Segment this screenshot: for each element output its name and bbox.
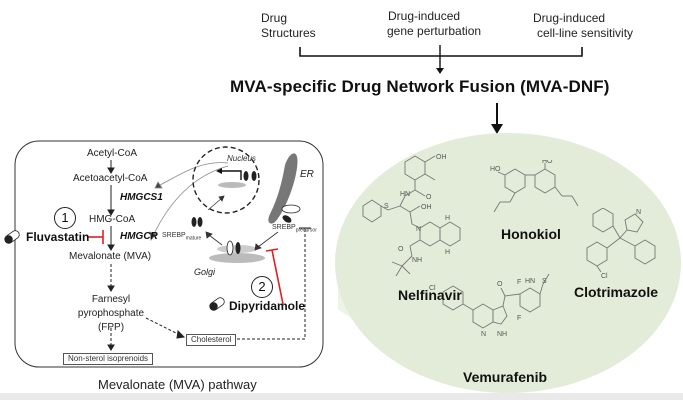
bracket-line <box>299 47 583 57</box>
atom-label: Cl <box>429 285 436 292</box>
srebp-precursor-subscript: precursor <box>295 227 317 234</box>
molecule-vemurafenib: Cl O F F HN S N NH <box>429 273 550 338</box>
label-srebp-precursor: SREBPprecursor <box>272 224 317 233</box>
input-cellline-sensitivity: Drug-induced cell-line sensitivity <box>533 11 633 41</box>
organelle-nucleus: Nucleus <box>227 154 256 163</box>
step-hmg-coa: HMG-CoA <box>89 214 136 225</box>
inhibitor-fluvastatin: Fluvastatin <box>26 230 90 244</box>
srebp-precursor-loop <box>281 204 301 214</box>
atom-label: HO <box>542 160 553 165</box>
golgi-stack <box>209 253 265 263</box>
dipyridamole-pill-icon <box>209 297 225 311</box>
step-acetyl-coa: Acetyl-CoA <box>87 148 138 159</box>
dipyridamole-inhibition <box>265 248 284 305</box>
srebp-mature-subscript: mature <box>185 235 202 242</box>
fluvastatin-inhibition <box>88 230 104 244</box>
molecule-nelfinavir: OH HN O S OH N H H O NH <box>362 154 461 277</box>
pathway-arrows <box>107 160 115 251</box>
atom-label: O <box>497 281 503 288</box>
atom-label: OH <box>421 204 432 211</box>
inhibitor-dipyridamole: Dipyridamole <box>229 299 306 313</box>
molecule-honokiol: HO HO <box>490 160 579 213</box>
fluvastatin-pill-icon <box>4 230 20 244</box>
atom-label: NH <box>497 331 507 338</box>
organelle-golgi: Golgi <box>194 267 216 277</box>
step-fpp-line1: Farnesyl <box>91 294 131 305</box>
dna-icon <box>218 182 246 188</box>
srebp-feedback-arrows <box>149 162 229 241</box>
drug-label-clotrimazole: Clotrimazole <box>574 284 659 300</box>
atom-label: O <box>398 246 404 253</box>
drug-label-nelfinavir: Nelfinavir <box>398 287 462 303</box>
atom-label: Cl <box>601 273 608 280</box>
atom-label: N <box>636 209 641 216</box>
atom-label: S <box>384 203 389 210</box>
atom-label: HN <box>525 278 535 285</box>
input-drug-structures-line1: Drug <box>261 11 288 25</box>
input-merge-bracket <box>299 45 583 134</box>
step-mevalonate: Mevalonate (MVA) <box>69 251 152 262</box>
molecule-clotrimazole: N Cl <box>586 208 656 280</box>
bottom-edge <box>0 393 683 400</box>
atom-label: N <box>481 331 486 338</box>
pathway-dashed-arrows <box>107 227 311 351</box>
inhibitor-number-1: 1 <box>54 207 76 229</box>
nucleus-membrane <box>192 146 260 214</box>
atom-label: OH <box>436 154 447 161</box>
nucleus-transcription-arrow <box>220 170 242 180</box>
gene-hmgcs1: HMGCS1 <box>120 192 163 203</box>
step-fpp: Farnesyl pyrophosphate (FPP) <box>74 293 148 335</box>
srebp-dimer-nucleus <box>243 171 257 181</box>
er-shape <box>268 153 298 224</box>
atom-label: F <box>517 315 521 322</box>
atom-label: F <box>517 279 521 286</box>
atom-label: O <box>426 194 432 201</box>
drug-label-honokiol: Honokiol <box>501 226 561 242</box>
atom-label: S <box>542 278 547 285</box>
input-gene-perturbation: Drug-induced gene perturbation <box>387 9 481 39</box>
atom-label: H <box>445 215 450 222</box>
step-fpp-line2: pyrophosphate <box>77 308 145 319</box>
merge-arrow-head <box>436 68 444 74</box>
inhibitor-number-2: 2 <box>251 276 273 298</box>
input-cellline-sensitivity-line1: Drug-induced <box>533 11 606 25</box>
product-cholesterol: Cholesterol <box>186 334 237 346</box>
atom-label: HO <box>490 166 501 173</box>
atom-label: HN <box>400 191 410 198</box>
main-title: MVA-specific Drug Network Fusion (MVA-DN… <box>230 77 610 96</box>
input-gene-perturbation-line2: gene perturbation <box>387 24 482 38</box>
input-drug-structures: Drug Structures <box>261 11 316 41</box>
srebp-mature-text: SREBP <box>162 232 186 239</box>
pathway-panel-border <box>14 140 324 368</box>
drug-label-vemurafenib: Vemurafenib <box>463 369 548 385</box>
atom-label: NH <box>412 257 422 264</box>
pathway-caption: Mevalonate (MVA) pathway <box>98 377 257 392</box>
output-arrow-head <box>491 124 503 134</box>
gene-hmgcr: HMGCR <box>120 231 158 242</box>
step-fpp-line3: (FPP) <box>97 322 125 333</box>
product-non-sterol-isoprenoids: Non-sterol isoprenoids <box>63 353 154 365</box>
srebp-precursor-head <box>282 215 292 223</box>
input-drug-structures-line2: Structures <box>261 26 316 40</box>
bubble-ellipse <box>335 133 681 393</box>
atom-label: N <box>416 226 421 233</box>
label-srebp-mature: SREBPmature <box>162 232 201 241</box>
organelle-er: ER <box>300 169 314 180</box>
srebp-transport-arrows <box>205 195 279 251</box>
step-acetoacetyl-coa: Acetoacetyl-CoA <box>73 173 148 184</box>
atom-label: H <box>445 249 450 256</box>
input-gene-perturbation-line1: Drug-induced <box>388 9 461 23</box>
srebp-precursor-text: SREBP <box>272 224 296 231</box>
srebp-mature-dimer <box>191 217 203 227</box>
input-cellline-sensitivity-line2: cell-line sensitivity <box>537 26 634 40</box>
